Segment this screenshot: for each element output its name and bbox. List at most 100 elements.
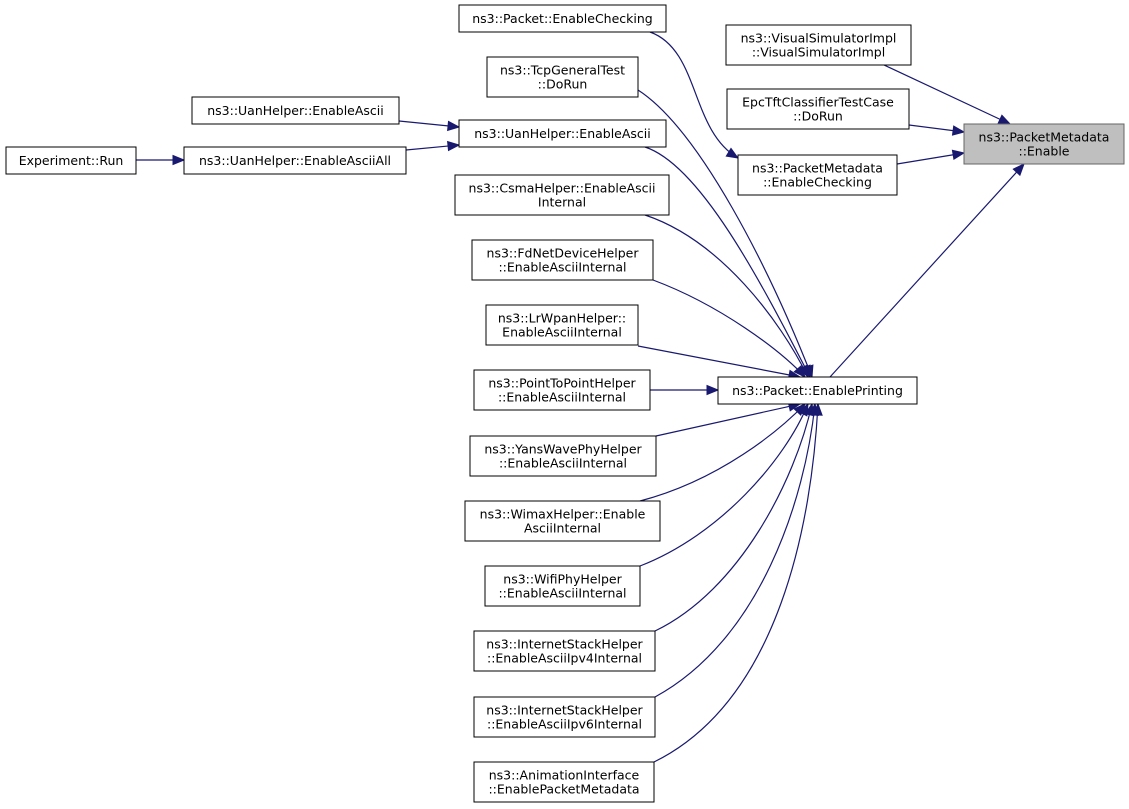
edge-fd_net_device_helper-to-packet_enable_printing xyxy=(652,279,806,378)
edge-line xyxy=(405,145,450,151)
node-wimax-helper[interactable]: ns3::WimaxHelper::EnableAsciiInternal xyxy=(464,500,661,542)
edge-line xyxy=(908,124,955,132)
edge-arrowhead xyxy=(447,120,461,132)
node-box xyxy=(458,4,667,33)
node-experiment-run[interactable]: Experiment::Run xyxy=(5,146,137,175)
edge-line xyxy=(639,403,806,502)
edge-arrowhead xyxy=(447,140,461,152)
edge-line xyxy=(654,403,813,632)
edge-internet_stack_ipv6-to-packet_enable_printing xyxy=(654,402,819,698)
node-uan-enable-ascii-b[interactable]: ns3::UanHelper::EnableAscii xyxy=(458,119,667,148)
node-label-line: ns3::TcpGeneralTest xyxy=(500,63,625,78)
node-label-line: ::EnableAsciiInternal xyxy=(499,456,627,471)
node-box xyxy=(471,239,654,281)
node-box xyxy=(458,119,667,148)
node-lr-wpan-helper[interactable]: ns3::LrWpanHelper::EnableAsciiInternal xyxy=(485,304,639,346)
node-label-line: ns3::CsmaHelper::EnableAscii xyxy=(469,181,656,196)
edge-lr_wpan_helper-to-packet_enable_printing xyxy=(637,345,802,381)
node-label-line: ::EnableAsciiInternal xyxy=(498,586,626,601)
node-tcp-general-test[interactable]: ns3::TcpGeneralTest::DoRun xyxy=(486,56,639,98)
node-packet-metadata-enable-checking[interactable]: ns3::PacketMetadata::EnableChecking xyxy=(737,154,898,196)
node-label-line: ns3::PointToPointHelper xyxy=(488,376,636,391)
node-label-line: ::EnableAsciiIpv4Internal xyxy=(487,651,642,666)
node-label-line: ns3::WifiPhyHelper xyxy=(503,572,622,587)
node-uan-enable-ascii-a[interactable]: ns3::UanHelper::EnableAscii xyxy=(191,96,400,125)
node-point-to-point-helper[interactable]: ns3::PointToPointHelper::EnableAsciiInte… xyxy=(473,369,651,411)
node-packet-enable-printing[interactable]: ns3::Packet::EnablePrinting xyxy=(717,376,918,405)
edge-packet_metadata_enable_checking-to-packet_metadata_enable xyxy=(896,149,966,165)
node-label-line: ::EnableChecking xyxy=(763,175,872,190)
edge-arrowhead xyxy=(172,154,186,166)
node-label-line: ::EnableAsciiIpv6Internal xyxy=(487,717,642,732)
node-label-line: ns3::VisualSimulatorImpl xyxy=(741,31,897,46)
node-label-line: ::VisualSimulatorImpl xyxy=(752,45,885,60)
node-box xyxy=(183,146,407,175)
node-label-line: ns3::UanHelper::EnableAscii xyxy=(474,126,651,141)
node-label-line: ns3::UanHelper::EnableAscii xyxy=(207,103,384,118)
node-packet-metadata-enable[interactable]: ns3::PacketMetadata::Enable xyxy=(963,123,1125,165)
edge-line xyxy=(655,405,791,437)
edge-csma_helper-to-packet_enable_printing xyxy=(644,214,809,379)
node-label-line: ns3::InternetStackHelper xyxy=(486,637,643,652)
edge-line xyxy=(896,154,955,165)
node-box xyxy=(473,369,651,411)
node-csma-helper[interactable]: ns3::CsmaHelper::EnableAsciiInternal xyxy=(454,174,670,216)
node-label-line: EnableAsciiInternal xyxy=(502,325,622,340)
edge-epc_tft_classifier-to-packet_metadata_enable xyxy=(908,124,966,136)
edge-arrowhead xyxy=(951,149,966,161)
node-label-line: ::DoRun xyxy=(793,109,843,124)
edge-line xyxy=(649,31,739,159)
edge-line xyxy=(639,403,809,567)
node-box xyxy=(473,630,656,672)
edges-layer xyxy=(136,31,1025,763)
node-packet-enable-checking[interactable]: ns3::Packet::EnableChecking xyxy=(458,4,667,33)
node-label-line: ns3::UanHelper::EnableAsciiAll xyxy=(199,153,391,168)
edge-arrowhead xyxy=(1012,163,1025,177)
edge-line xyxy=(644,146,811,378)
node-uan-enable-ascii-all[interactable]: ns3::UanHelper::EnableAsciiAll xyxy=(183,146,407,175)
edge-wifi_phy_helper-to-packet_enable_printing xyxy=(639,402,809,567)
edge-packet_enable_printing-to-packet_metadata_enable xyxy=(829,163,1025,378)
node-box xyxy=(473,696,656,738)
node-box xyxy=(486,56,639,98)
edge-line xyxy=(637,345,791,376)
edge-arrowhead xyxy=(793,364,806,378)
node-label-line: ns3::PacketMetadata xyxy=(979,130,1110,145)
node-box xyxy=(963,123,1125,165)
node-label-line: ::EnableAsciiInternal xyxy=(498,390,626,405)
node-epc-tft-classifier[interactable]: EpcTftClassifierTestCase::DoRun xyxy=(726,88,910,130)
edge-line xyxy=(883,64,1002,121)
node-yans-wave-phy-helper[interactable]: ns3::YansWavePhyHelper::EnableAsciiInter… xyxy=(469,435,657,477)
node-label-line: AsciiInternal xyxy=(524,521,601,536)
edge-arrowhead xyxy=(951,125,966,136)
node-wifi-phy-helper[interactable]: ns3::WifiPhyHelper::EnableAsciiInternal xyxy=(484,565,641,607)
edge-line xyxy=(654,403,816,698)
edge-line xyxy=(637,89,813,378)
node-label-line: ::EnablePacketMetadata xyxy=(488,782,639,797)
node-label-line: ::EnableAsciiInternal xyxy=(498,260,626,275)
node-box xyxy=(454,174,670,216)
node-label-line: ns3::Packet::EnableChecking xyxy=(472,11,653,26)
edge-line xyxy=(398,120,450,127)
node-label-line: EpcTftClassifierTestCase xyxy=(742,95,894,110)
node-animation-interface[interactable]: ns3::AnimationInterface::EnablePacketMet… xyxy=(473,761,655,803)
node-box xyxy=(473,761,655,803)
node-box xyxy=(737,154,898,196)
node-internet-stack-ipv4[interactable]: ns3::InternetStackHelper::EnableAsciiIpv… xyxy=(473,630,656,672)
node-label-line: Experiment::Run xyxy=(19,153,124,168)
edge-uan_enable_ascii_a-to-uan_enable_ascii_b xyxy=(398,120,461,132)
node-box xyxy=(725,24,912,66)
node-box xyxy=(717,376,918,405)
node-box xyxy=(469,435,657,477)
node-box xyxy=(484,565,641,607)
node-fd-net-device-helper[interactable]: ns3::FdNetDeviceHelper::EnableAsciiInter… xyxy=(471,239,654,281)
node-visual-simulator-impl[interactable]: ns3::VisualSimulatorImpl::VisualSimulato… xyxy=(725,24,912,66)
edge-arrowhead xyxy=(997,114,1012,125)
node-label-line: ns3::Packet::EnablePrinting xyxy=(732,383,903,398)
edge-uan_enable_ascii_all-to-uan_enable_ascii_b xyxy=(405,140,461,152)
node-label-line: ns3::LrWpanHelper:: xyxy=(498,311,626,326)
node-label-line: ns3::AnimationInterface xyxy=(489,768,640,783)
edge-line xyxy=(653,403,819,763)
edge-point_to_point_helper-to-packet_enable_printing xyxy=(650,384,720,396)
node-internet-stack-ipv6[interactable]: ns3::InternetStackHelper::EnableAsciiIpv… xyxy=(473,696,656,738)
